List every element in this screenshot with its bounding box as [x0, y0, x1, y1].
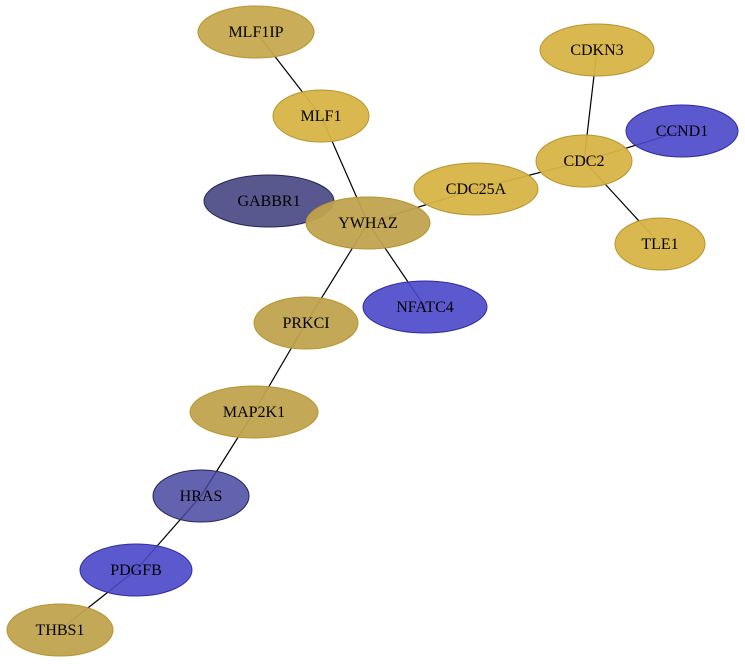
node-ellipse	[6, 603, 114, 657]
node-label: TLE1	[641, 236, 678, 253]
node-label: GABBR1	[237, 193, 300, 210]
node-label: HRAS	[180, 488, 223, 505]
node-hras[interactable]: HRAS	[152, 469, 250, 523]
edge-layer	[59, 31, 683, 631]
node-ellipse	[189, 385, 319, 439]
node-ellipse	[539, 23, 655, 77]
node-thbs1[interactable]: THBS1	[6, 603, 114, 657]
node-mlf1ip[interactable]: MLF1IP	[197, 5, 315, 59]
node-label: YWHAZ	[338, 215, 398, 232]
node-cdc2[interactable]: CDC2	[535, 134, 633, 188]
node-label: CCND1	[656, 123, 708, 140]
node-ellipse	[362, 280, 488, 334]
node-ellipse	[625, 104, 739, 158]
node-ellipse	[79, 543, 193, 597]
node-cdkn3[interactable]: CDKN3	[539, 23, 655, 77]
node-prkci[interactable]: PRKCI	[253, 296, 359, 350]
node-label: CDC2	[564, 153, 605, 170]
node-ellipse	[152, 469, 250, 523]
node-ccnd1[interactable]: CCND1	[625, 104, 739, 158]
node-gabbr1[interactable]: GABBR1	[203, 174, 335, 228]
node-cdc25a[interactable]: CDC25A	[413, 162, 539, 216]
node-label: PDGFB	[110, 562, 162, 579]
node-mlf1[interactable]: MLF1	[272, 89, 370, 143]
node-label: NFATC4	[396, 299, 454, 316]
node-label: CDKN3	[570, 42, 623, 59]
node-ellipse	[272, 89, 370, 143]
node-label: MAP2K1	[223, 404, 285, 421]
node-ellipse	[535, 134, 633, 188]
node-ellipse	[413, 162, 539, 216]
node-map2k1[interactable]: MAP2K1	[189, 385, 319, 439]
node-ywhaz[interactable]: YWHAZ	[305, 196, 431, 250]
node-tle1[interactable]: TLE1	[614, 217, 706, 271]
node-label: THBS1	[36, 622, 85, 639]
node-label: MLF1	[301, 108, 342, 125]
node-label: MLF1IP	[228, 24, 283, 41]
node-ellipse	[253, 296, 359, 350]
node-ellipse	[305, 196, 431, 250]
node-ellipse	[614, 217, 706, 271]
node-ellipse	[197, 5, 315, 59]
node-pdgfb[interactable]: PDGFB	[79, 543, 193, 597]
node-label: CDC25A	[446, 181, 507, 198]
node-nfatc4[interactable]: NFATC4	[362, 280, 488, 334]
node-label: PRKCI	[282, 315, 329, 332]
